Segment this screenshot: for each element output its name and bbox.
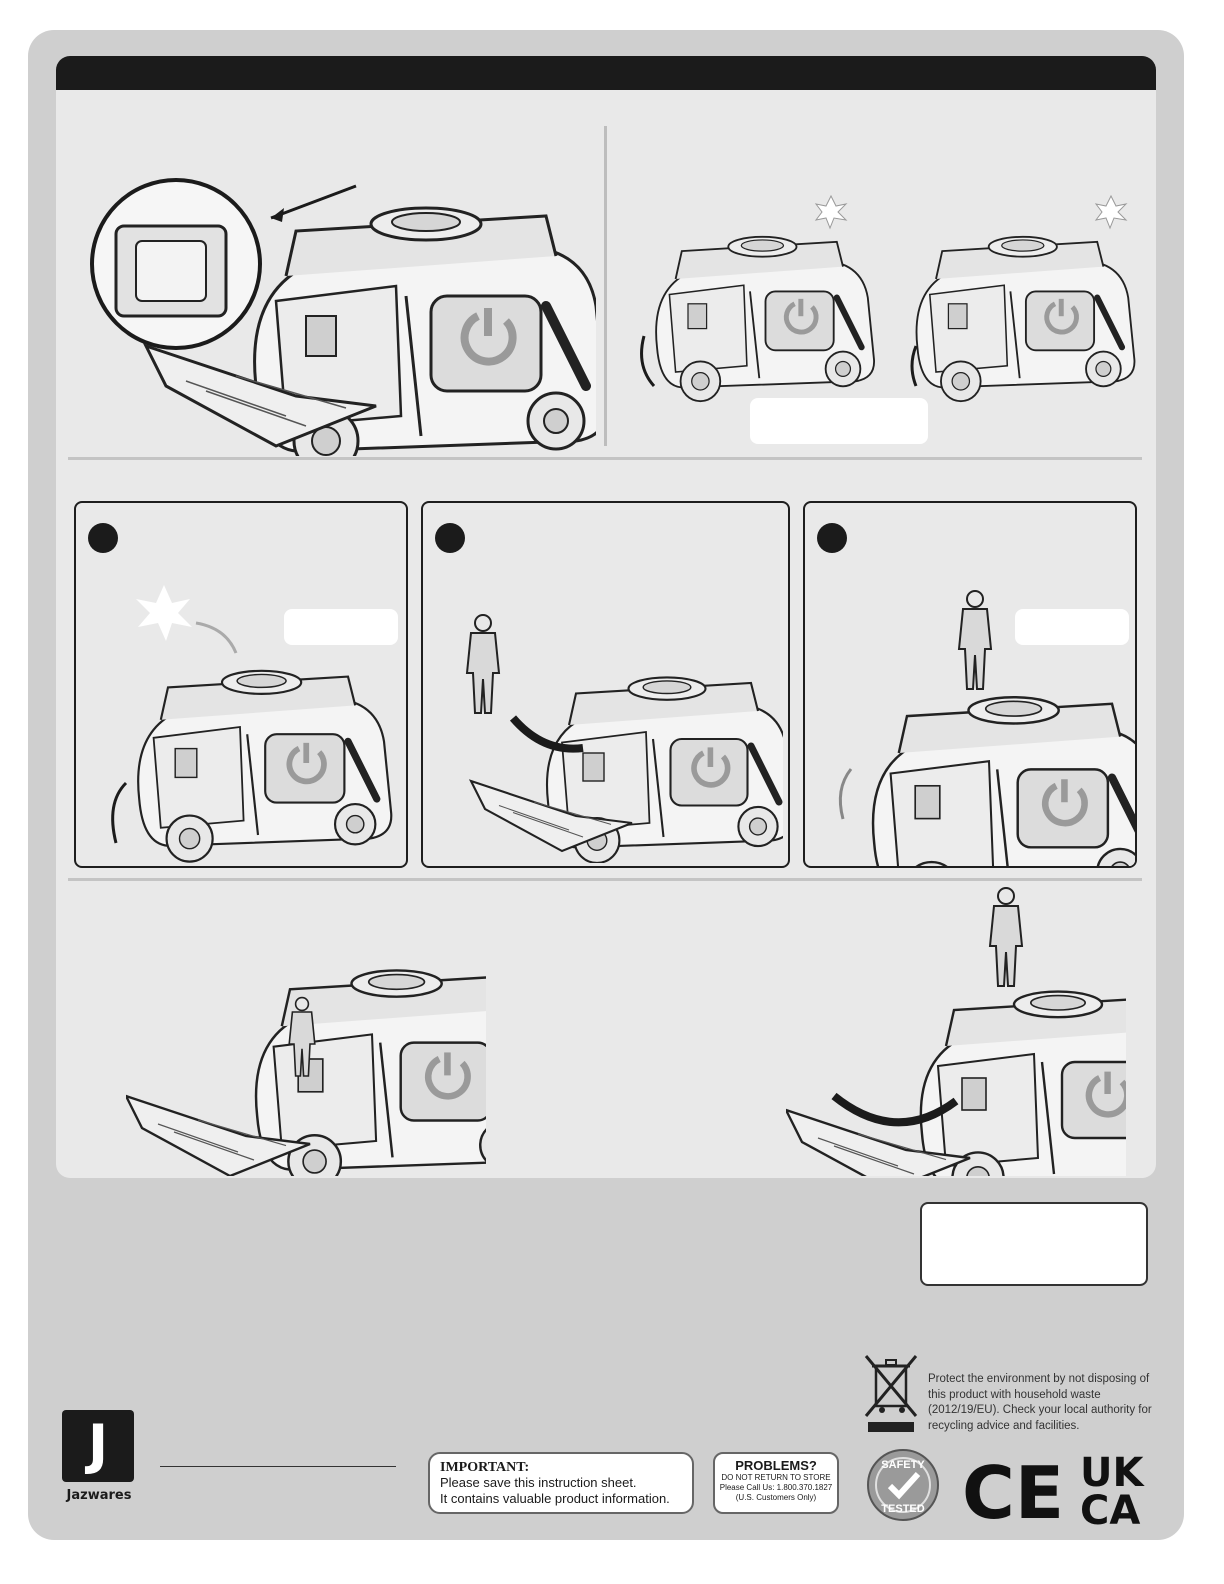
step-2-marker	[435, 523, 465, 553]
step-3-illustration	[838, 590, 1135, 868]
signature-line	[160, 1466, 396, 1467]
figure-on-top-illustration	[786, 887, 1126, 1176]
problems-line-1: DO NOT RETURN TO STORE	[721, 1473, 831, 1482]
safety-bottom-text: TESTED	[881, 1503, 924, 1515]
problems-line-3: (U.S. Customers Only)	[735, 1493, 817, 1502]
ce-mark: CE	[962, 1458, 1064, 1524]
figure-inside-van-illustration	[126, 936, 486, 1176]
ukca-bottom-text: CA	[1080, 1488, 1140, 1526]
ramp-attach-illustration	[90, 178, 596, 456]
step-1-marker	[88, 523, 118, 553]
step-3-box	[803, 501, 1137, 868]
label-placeholder	[284, 609, 398, 645]
lever-action-illustration	[640, 194, 1146, 426]
problems-title: PROBLEMS?	[735, 1458, 817, 1473]
important-line-1: Please save this instruction sheet.	[440, 1475, 637, 1490]
ukca-top-text: UK	[1080, 1450, 1145, 1496]
ukca-mark: UK CA	[1080, 1450, 1145, 1526]
step-1-illustration	[111, 585, 406, 863]
important-notice: IMPORTANT: Please save this instruction …	[428, 1452, 694, 1514]
info-box-blank	[920, 1202, 1148, 1286]
logo-mark: J	[62, 1410, 134, 1482]
brand-name: Jazwares	[66, 1488, 132, 1503]
step-1-box	[74, 501, 408, 868]
label-placeholder	[1015, 609, 1129, 645]
header-bar	[56, 56, 1156, 90]
important-title: IMPORTANT:	[440, 1460, 530, 1475]
safety-top-text: SAFETY	[881, 1459, 925, 1471]
label-placeholder	[750, 398, 928, 444]
safety-tested-badge-icon: SAFETY TESTED	[867, 1449, 939, 1521]
section-divider	[68, 878, 1142, 881]
important-line-2: It contains valuable product information…	[440, 1491, 670, 1506]
problems-line-2: Please Call Us: 1.800.370.1827	[719, 1483, 833, 1492]
vertical-divider	[604, 126, 607, 446]
ce-text: CE	[962, 1458, 1064, 1524]
step-2-box	[421, 501, 790, 868]
step-2-illustration	[466, 614, 783, 863]
environment-notice: Protect the environment by not disposing…	[928, 1373, 1152, 1432]
section-divider	[68, 457, 1142, 460]
step-3-marker	[817, 523, 847, 553]
weee-bin-icon	[864, 1355, 918, 1432]
instructions-panel	[56, 56, 1156, 1178]
problems-notice: PROBLEMS? DO NOT RETURN TO STORE Please …	[713, 1452, 839, 1514]
jazwares-logo: J Jazwares	[62, 1410, 136, 1506]
